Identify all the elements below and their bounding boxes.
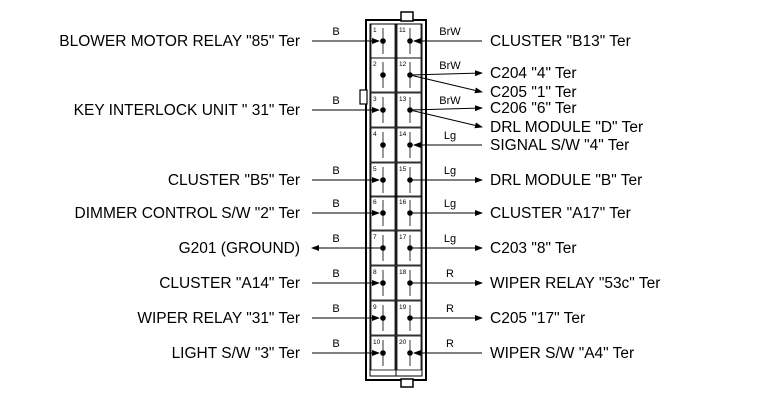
circuit-label: DRL MODULE "D" Ter [490,119,643,136]
wire-color-label: R [446,338,454,350]
wire-color-label: B [332,338,339,350]
pin-number: 17 [399,234,407,241]
left-circuit: KEY INTERLOCK UNIT " 31" Ter B [74,95,380,119]
circuit-label: CLUSTER "A14" Ter [159,275,300,292]
circuit-label: SIGNAL S/W "4" Ter [490,137,629,154]
wire-arrow [409,74,483,94]
right-circuit: BrW CLUSTER "B13" Ter [413,26,631,50]
pin-number: 12 [399,61,407,68]
pin-number: 2 [373,61,377,68]
wire-color-label: BrW [439,26,461,38]
circuit-label: WIPER RELAY "53c" Ter [490,275,660,292]
circuit-label: LIGHT S/W "3" Ter [172,345,300,362]
pin-number: 15 [399,166,407,173]
pin-number: 8 [373,269,377,276]
wire-color-label: BrW [439,60,461,72]
pin-number: 19 [399,304,407,311]
pin-number: 16 [399,199,407,206]
pin-number: 4 [373,131,377,138]
pin-number: 10 [373,339,381,346]
left-circuit: G201 (GROUND) B [179,233,383,257]
wire-color-label: Lg [444,198,456,210]
circuit-label: G201 (GROUND) [179,240,300,257]
pin-number: 5 [373,166,377,173]
wire-arrow [409,70,483,77]
wire-color-label: B [332,268,339,280]
circuit-label: WIPER RELAY "31" Ter [137,310,300,327]
circuit-label: DIMMER CONTROL S/W "2" Ter [75,205,300,222]
left-circuit: BLOWER MOTOR RELAY "85" Ter B [59,26,380,50]
wire-color-label: B [332,233,339,245]
circuit-label: CLUSTER "B5" Ter [168,172,300,189]
pin-number: 3 [373,96,377,103]
right-circuit: R WIPER S/W "A4" Ter [413,338,634,362]
circuit-label: CLUSTER "A17" Ter [490,205,631,222]
wire-color-label: B [332,198,339,210]
pin-number: 7 [373,234,377,241]
pin-cavity-left [370,57,396,93]
pin-number: 18 [399,269,407,276]
wire-color-label: R [446,303,454,315]
left-circuit: LIGHT S/W "3" Ter B [172,338,380,362]
circuit-label: KEY INTERLOCK UNIT " 31" Ter [74,102,300,119]
pin-number: 6 [373,199,377,206]
circuit-label: C203 "8" Ter [490,240,577,257]
circuit-label: C206 "6" Ter [490,100,577,117]
pin-number: 11 [399,27,406,34]
pin-number: 13 [399,96,407,103]
left-circuit: CLUSTER "B5" Ter B [168,165,380,189]
right-circuit: R WIPER RELAY "53c" Ter [410,268,660,292]
left-circuit: CLUSTER "A14" Ter B [159,268,380,292]
wire-color-label: B [332,303,339,315]
wire-color-label: B [332,95,339,107]
circuit-label: C204 "4" Ter [490,65,577,82]
wire-color-label: R [446,268,454,280]
circuit-label: WIPER S/W "A4" Ter [490,345,634,362]
connector-top-latch [400,11,414,22]
circuit-label: C205 "17" Ter [490,310,585,327]
circuit-label: CLUSTER "B13" Ter [490,33,631,50]
wire-color-label: B [332,26,339,38]
circuit-label: DRL MODULE "B" Ter [490,172,642,189]
wire-color-label: B [332,165,339,177]
pin-number: 1 [373,27,377,34]
wire-arrow [409,109,483,129]
wire-color-label: Lg [444,233,456,245]
pin-number: 20 [399,339,407,346]
pin-number: 14 [399,131,407,138]
right-circuit: R C205 "17" Ter [410,303,585,327]
connector-bottom-latch [400,378,414,388]
left-circuit: WIPER RELAY "31" Ter B [137,303,380,327]
pin-cavity-left [370,127,396,163]
left-circuit: DIMMER CONTROL S/W "2" Ter B [75,198,380,222]
connector-side-key [359,89,368,105]
wire-arrow [409,105,483,112]
wire-color-label: Lg [444,165,456,177]
pin-number: 9 [373,304,377,311]
wire-color-label: BrW [439,95,461,107]
circuit-label: BLOWER MOTOR RELAY "85" Ter [59,33,300,50]
wire-color-label: Lg [444,130,456,142]
circuit-label: C205 "1" Ter [490,84,577,101]
